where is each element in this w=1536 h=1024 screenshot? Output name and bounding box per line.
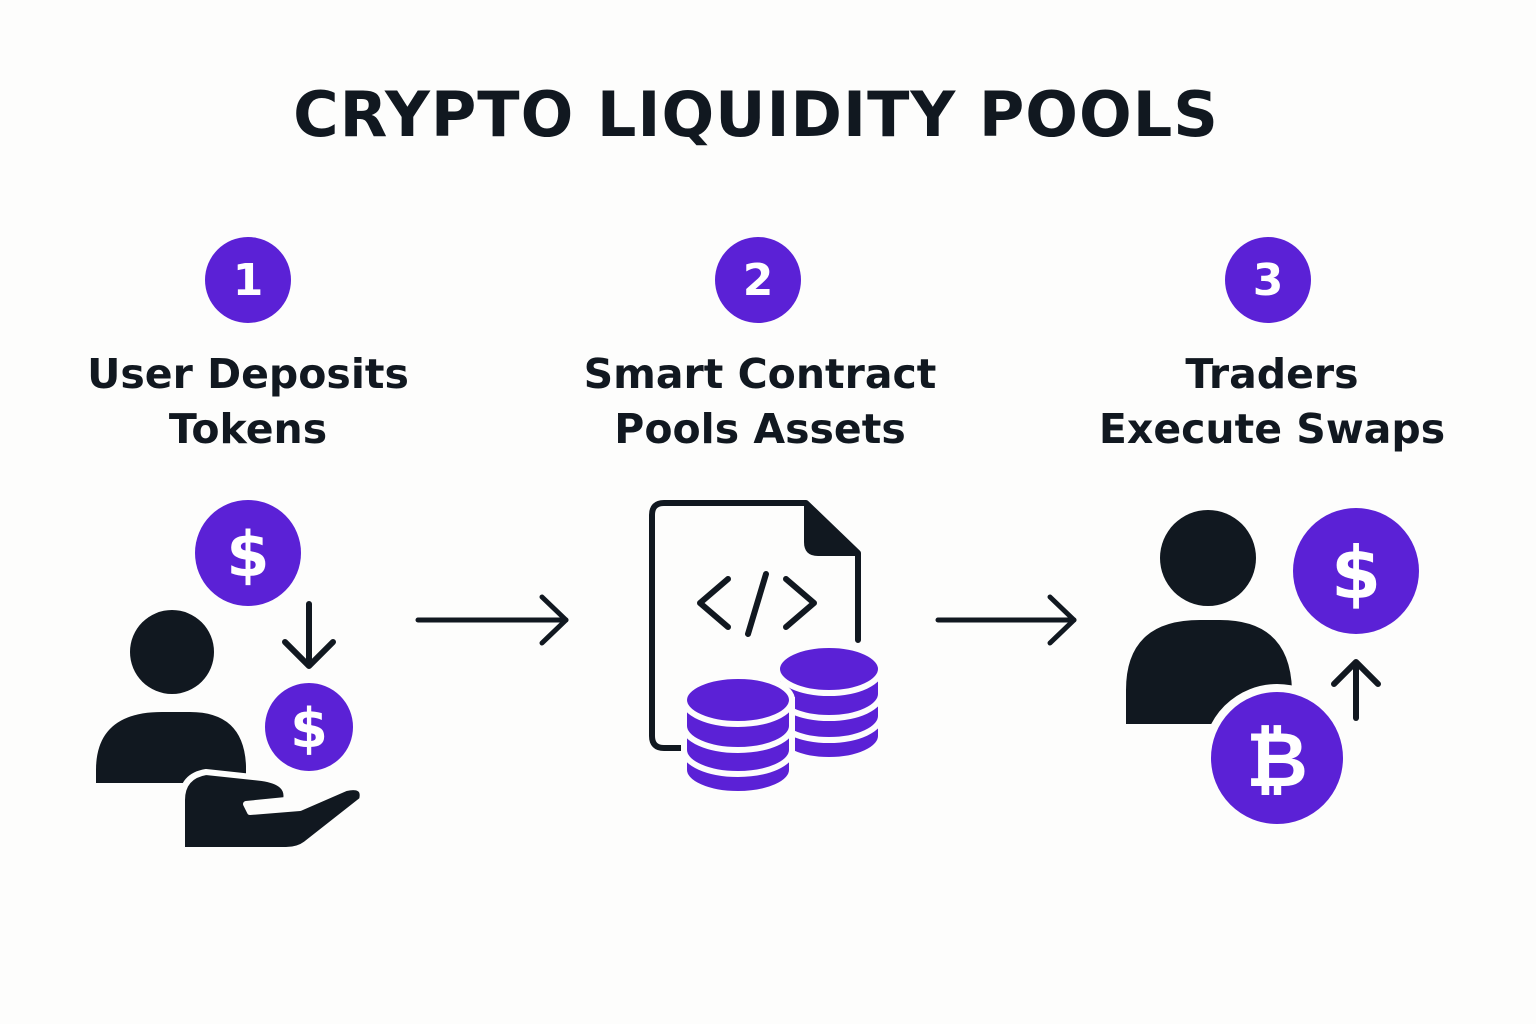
step-1-badge: 1 (205, 237, 291, 323)
dollar-coin-icon: $ (259, 677, 359, 777)
smart-contract-pool-icon (649, 500, 884, 797)
coin-stack-icon (774, 642, 884, 763)
step-3-label: Traders Execute Swaps (1062, 347, 1482, 457)
step-2-label: Smart Contract Pools Assets (550, 347, 970, 457)
arrow-up-icon (1331, 659, 1381, 721)
step-3-label-line-2: Execute Swaps (1098, 405, 1446, 453)
svg-text:₿: ₿ (1246, 715, 1308, 804)
svg-text:$: $ (290, 697, 328, 760)
hand-icon (179, 769, 366, 853)
step-3-label-line-1: Traders (1185, 350, 1359, 398)
step-1-label-line-1: User Deposits (87, 350, 409, 398)
dollar-coin-icon: $ (1293, 508, 1419, 634)
contract-document-icon (649, 500, 861, 751)
svg-text:$: $ (1331, 531, 1381, 615)
user-deposit-icon: $ $ (96, 500, 366, 853)
flow-arrow-2-to-3 (935, 594, 1077, 646)
person-icon (96, 610, 246, 783)
trader-swap-icon: $ ₿ (1126, 508, 1419, 832)
step-1-label-line-2: Tokens (168, 405, 328, 453)
step-3-badge: 3 (1225, 237, 1311, 323)
step-1-label: User Deposits Tokens (38, 347, 458, 457)
diagram-title: CRYPTO LIQUIDITY POOLS (293, 78, 1219, 151)
dollar-coin-icon: $ (195, 500, 301, 606)
arrow-down-icon (282, 601, 336, 669)
flow-arrow-1-to-2 (415, 594, 569, 646)
step-2-badge: 2 (715, 237, 801, 323)
bitcoin-coin-icon: ₿ (1203, 684, 1351, 832)
coin-stack-icon (681, 673, 795, 797)
code-icon (697, 571, 817, 637)
step-2-label-line-1: Smart Contract (583, 350, 937, 398)
step-2-label-line-2: Pools Assets (614, 405, 906, 453)
svg-text:$: $ (226, 518, 269, 591)
